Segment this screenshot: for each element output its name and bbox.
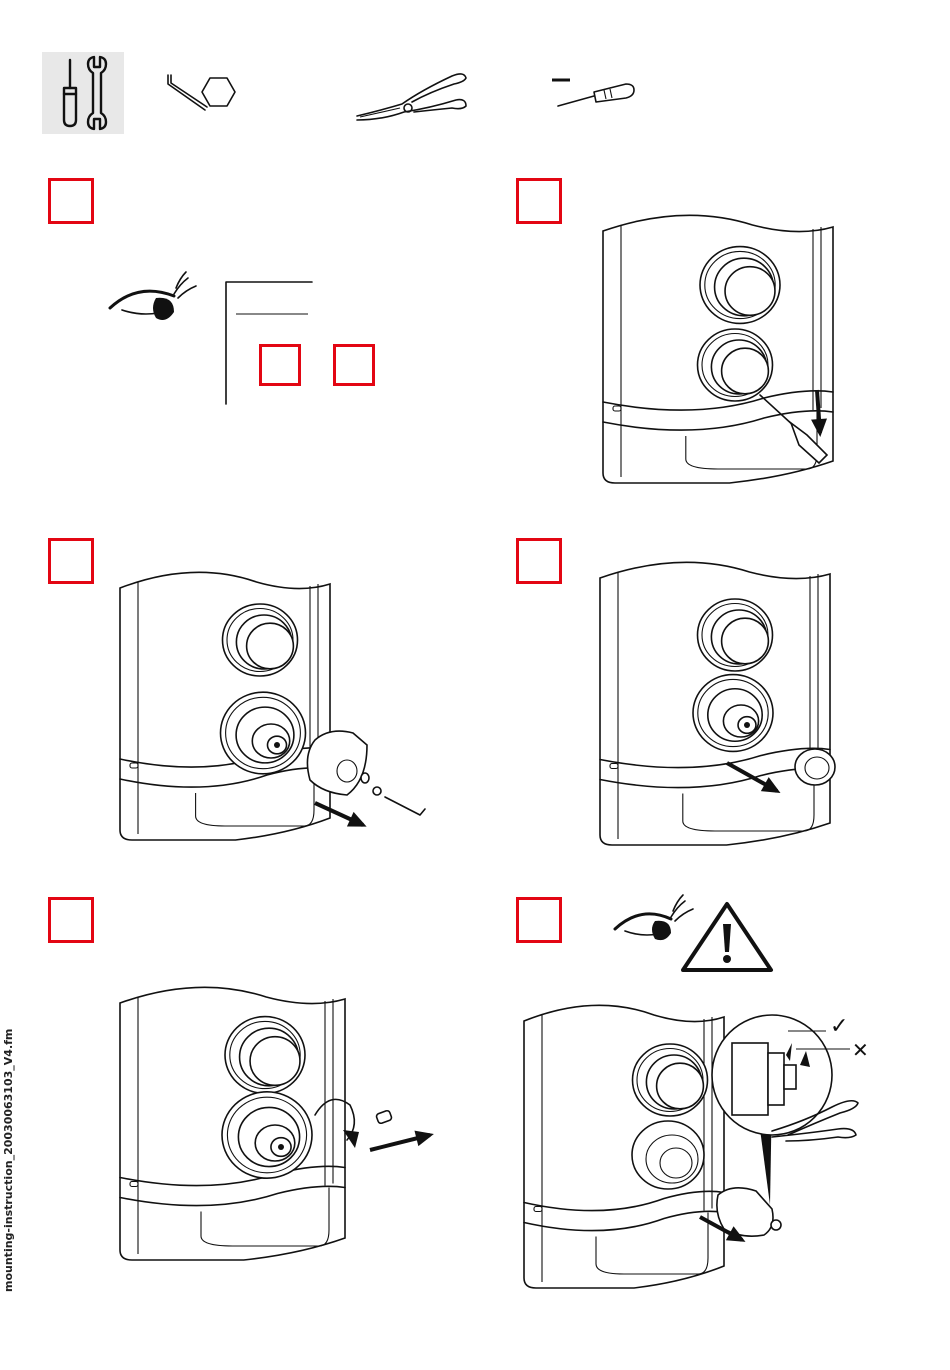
detail-spindle <box>784 1065 796 1089</box>
warning-triangle-icon <box>680 900 775 975</box>
hex-key <box>385 797 425 815</box>
lower-valve-spindle-tip <box>274 742 280 748</box>
step-3-marker <box>48 538 94 584</box>
label-field-right <box>333 344 375 386</box>
upper-knob-cap <box>250 1037 300 1086</box>
lower-knob-cap <box>722 348 769 394</box>
hex-key-icon <box>165 72 240 117</box>
upper-knob-cap <box>657 1063 704 1109</box>
flat-screwdriver-icon <box>548 72 643 112</box>
lower-rosette <box>632 1121 704 1189</box>
grub-screw-small <box>373 787 381 795</box>
step-6-illustration: ✓✕ <box>520 995 880 1295</box>
lower-valve-spindle-tip <box>278 1144 284 1150</box>
ok-mark: ✓ <box>830 1014 848 1039</box>
upper-knob-cap <box>247 623 294 669</box>
step-2-marker <box>516 178 562 224</box>
grub-screw <box>361 773 369 783</box>
step-4-illustration <box>595 555 855 855</box>
spindle-stop <box>376 1110 393 1124</box>
step-2-illustration <box>595 205 855 495</box>
step-5-illustration <box>115 980 445 1270</box>
detail-cartridge-body <box>732 1043 768 1115</box>
step-6-marker <box>516 897 562 943</box>
tools-icon <box>42 52 124 134</box>
not-ok-mark: ✕ <box>852 1038 869 1062</box>
pliers-icon <box>352 68 472 128</box>
step-3-illustration <box>115 565 445 855</box>
eye-icon <box>108 268 203 328</box>
tools-badge <box>42 52 124 134</box>
step-1-marker <box>48 178 94 224</box>
shower-panel <box>120 572 330 840</box>
step-5-marker <box>48 897 94 943</box>
upper-knob-cap <box>725 267 775 316</box>
lower-valve-spindle-tip <box>744 722 750 728</box>
removed-handle <box>307 731 367 795</box>
detail-cartridge-step <box>768 1053 784 1105</box>
upper-knob-cap <box>722 618 769 664</box>
footer-filename: mounting-instruction_20030063103_V4.fm <box>2 1029 15 1292</box>
pull-arrow-head <box>414 1131 433 1147</box>
label-field-left <box>259 344 301 386</box>
cartridge-spindle <box>771 1220 781 1230</box>
step-4-marker <box>516 538 562 584</box>
